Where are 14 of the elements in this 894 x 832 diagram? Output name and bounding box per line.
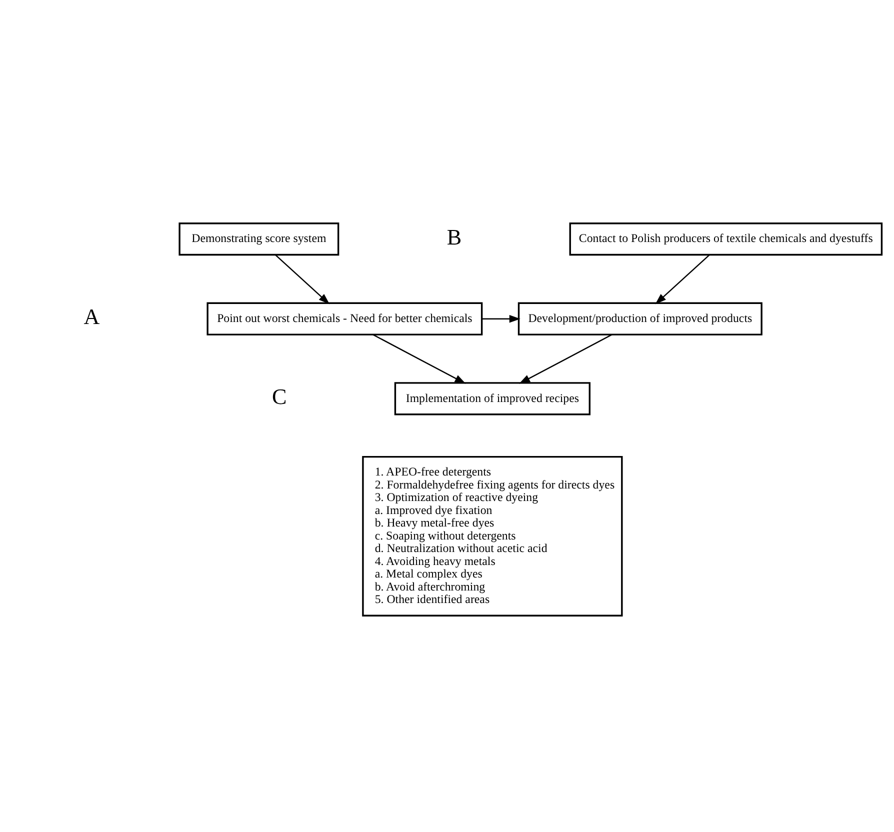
node-box: Contact to Polish producers of textile chemicals and dyestuffs	[569, 222, 883, 256]
node-box: Demonstrating score system	[178, 222, 340, 256]
arrow	[655, 254, 710, 304]
node-box: Implementation of improved recipes	[394, 382, 590, 415]
label: C	[272, 384, 287, 409]
node-box: Development/production of improved products	[518, 302, 762, 335]
arrow	[275, 254, 330, 304]
label: B	[446, 224, 462, 249]
node-box: Point out worst chemicals - Need for better chemicals	[206, 302, 483, 335]
arrow	[482, 314, 520, 322]
arrow	[519, 334, 612, 384]
label: A	[84, 304, 100, 329]
node-box: 1. APEO-free detergents 2. Formaldehydefree fixing agents for directs dyes 3. Optimization of reactive dyeing a. Improved dye fixation b. Heavy metal-free dyes c. Soaping without detergents d. Neutralization without acetic acid 4. Avoiding heavy metals a. Metal complex dyes b. Avoid afterchroming 5. Other identified areas	[362, 455, 623, 616]
arrow	[372, 334, 466, 384]
